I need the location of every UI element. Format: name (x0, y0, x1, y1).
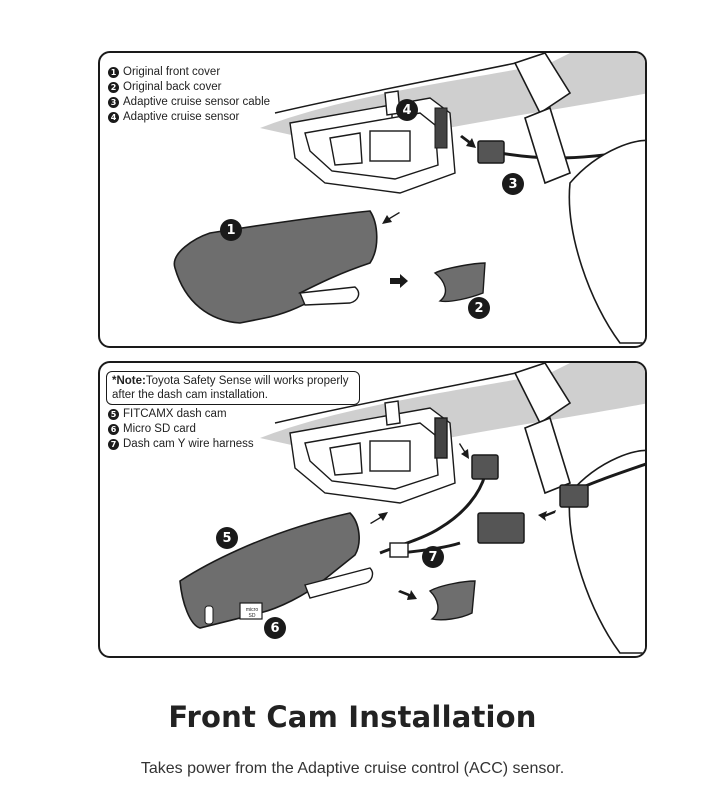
sensor-bracket (289, 400, 456, 504)
install-arrows (370, 443, 556, 600)
number-badge: 3 (108, 97, 119, 108)
number-badge: 2 (108, 82, 119, 93)
lens-icon (204, 605, 214, 625)
legend-removal: 1 Original front cover 2 Original back cov… (108, 65, 270, 125)
removal-illustration (173, 53, 645, 344)
number-badge: 4 (108, 112, 119, 123)
callout-sensor-cable: 3 (502, 173, 524, 195)
sd-card-label: micro SD (245, 607, 259, 619)
callout-front-cover: 1 (220, 219, 242, 241)
dash-cam-shape (179, 512, 360, 629)
back-cover-shape (428, 580, 476, 621)
legend-item: 4 Adaptive cruise sensor (108, 110, 270, 125)
number-badge: 1 (108, 67, 119, 78)
legend-item: 5 FITCAMX dash cam (108, 407, 254, 422)
diagram-panel-removal: 1 Original front cover 2 Original back cov… (98, 51, 647, 348)
page-title: Front Cam Installation (168, 700, 537, 734)
callout-back-cover: 2 (468, 297, 490, 319)
note-text: Toyota Safety Sense will works properly … (112, 375, 349, 401)
legend-label: Original back cover (123, 81, 222, 93)
callout-sd-card: 6 (264, 617, 286, 639)
note-box: *Note:Toyota Safety Sense will works pro… (106, 371, 360, 405)
number-badge: 7 (108, 439, 119, 450)
legend-label: Original front cover (123, 66, 221, 78)
legend-install: 5 FITCAMX dash cam 6 Micro SD card 7 Dash c… (108, 407, 254, 452)
page-subtitle: Takes power from the Adaptive cruise con… (140, 760, 565, 777)
install-illustration (179, 363, 645, 654)
front-cover-slot (298, 286, 360, 306)
removal-arrows (382, 135, 476, 288)
callout-y-harness: 7 (422, 546, 444, 568)
dash-cam-slot (304, 567, 374, 599)
legend-item: 3 Adaptive cruise sensor cable (108, 95, 270, 110)
sensor-bracket (289, 90, 456, 194)
rearview-mirror (513, 53, 645, 344)
legend-label: Adaptive cruise sensor (123, 111, 240, 123)
legend-label: Dash cam Y wire harness (123, 438, 254, 450)
front-cover-shape (173, 210, 378, 324)
legend-label: Adaptive cruise sensor cable (123, 96, 271, 108)
headliner-edge (274, 57, 541, 114)
back-cover-shape (433, 262, 486, 303)
legend-label: FITCAMX dash cam (123, 408, 227, 420)
note-label: *Note: (112, 375, 146, 387)
sd-card-icon (239, 602, 263, 620)
legend-item: 6 Micro SD card (108, 422, 254, 437)
legend-item: 2 Original back cover (108, 80, 270, 95)
number-badge: 5 (108, 409, 119, 420)
headliner-edge (274, 367, 541, 424)
legend-item: 1 Original front cover (108, 65, 270, 80)
legend-item: 7 Dash cam Y wire harness (108, 437, 254, 452)
legend-label: Micro SD card (123, 423, 196, 435)
callout-sensor: 4 (396, 99, 418, 121)
diagram-panel-install: *Note:Toyota Safety Sense will works pro… (98, 361, 647, 658)
number-badge: 6 (108, 424, 119, 435)
callout-dash-cam: 5 (216, 527, 238, 549)
